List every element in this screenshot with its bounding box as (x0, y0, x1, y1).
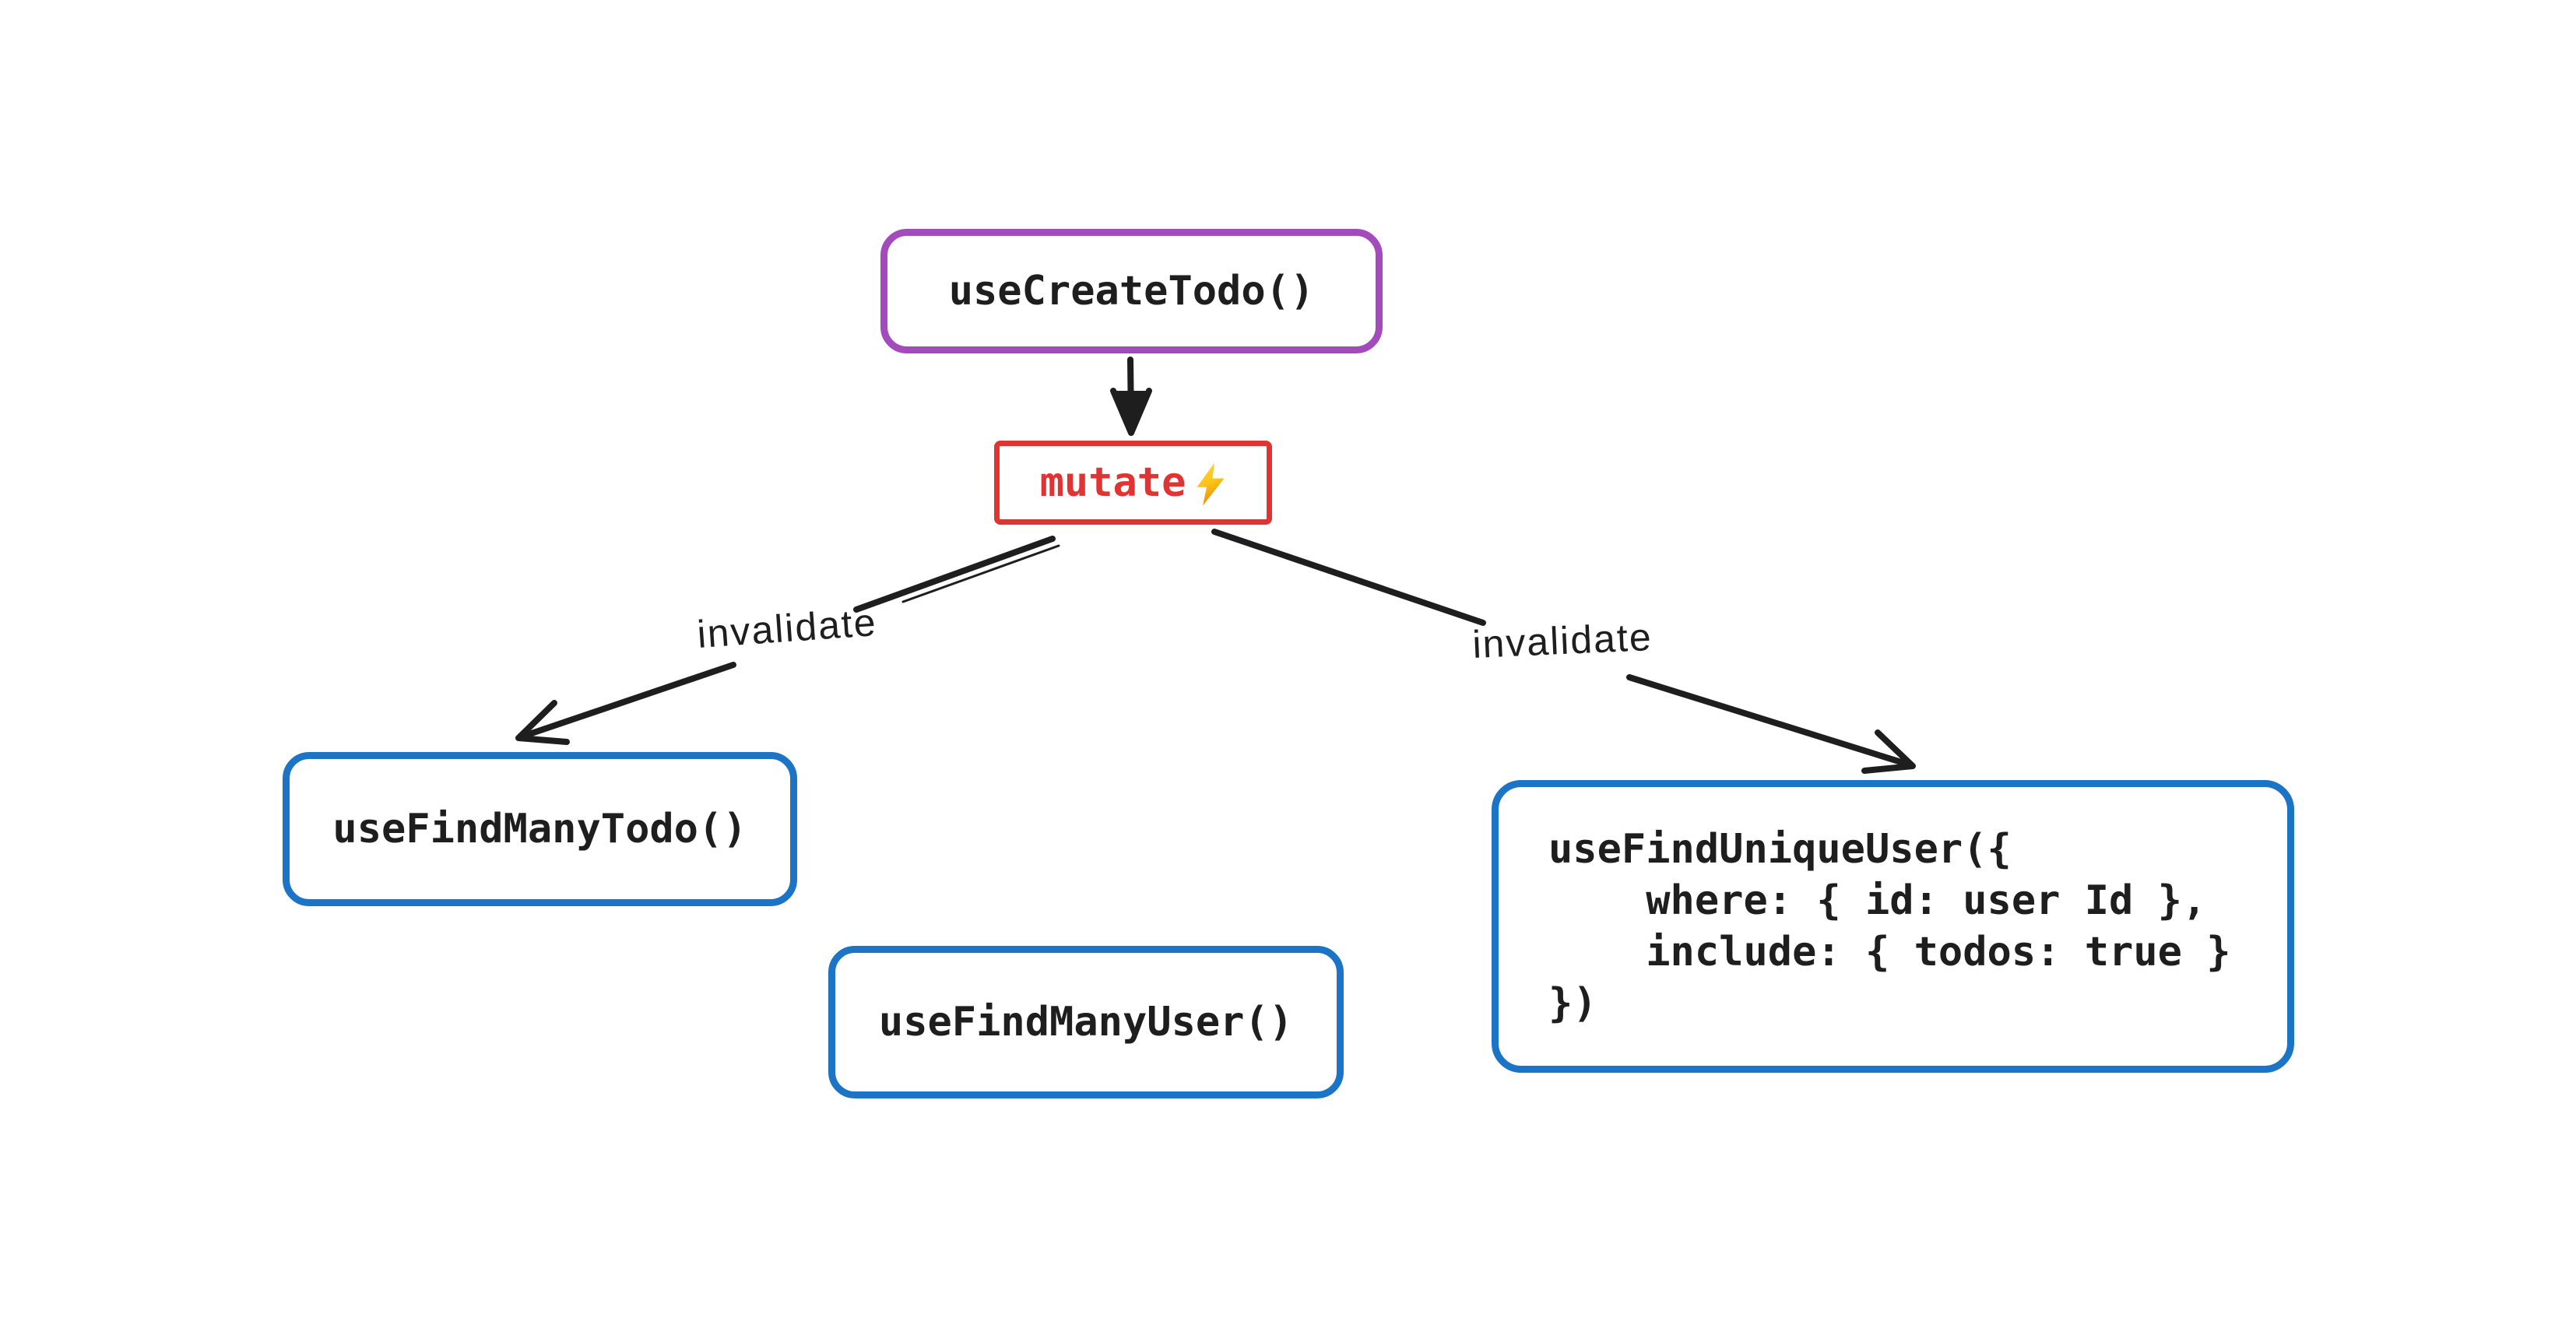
arrow-create-to-mutate (1110, 357, 1152, 436)
lightning-bolt-icon (1197, 462, 1225, 506)
node-use-find-unique-user: useFindUniqueUser({ where: { id: user Id… (1492, 780, 2294, 1073)
node-use-create-todo: useCreateTodo() (880, 229, 1383, 353)
node-use-find-many-todo-label: useFindManyTodo() (332, 806, 747, 852)
node-mutate: mutate (994, 441, 1272, 525)
node-use-create-todo-label: useCreateTodo() (948, 268, 1315, 315)
edge-label-invalidate-left: invalidate (695, 600, 879, 656)
node-use-find-many-user-label: useFindManyUser() (878, 999, 1294, 1046)
node-mutate-label: mutate (1039, 459, 1186, 506)
edge-label-invalidate-right: invalidate (1471, 614, 1653, 667)
node-use-find-many-todo: useFindManyTodo() (283, 752, 797, 906)
node-use-find-unique-user-code: useFindUniqueUser({ where: { id: user Id… (1548, 826, 2231, 1027)
node-use-find-many-user: useFindManyUser() (828, 946, 1344, 1098)
